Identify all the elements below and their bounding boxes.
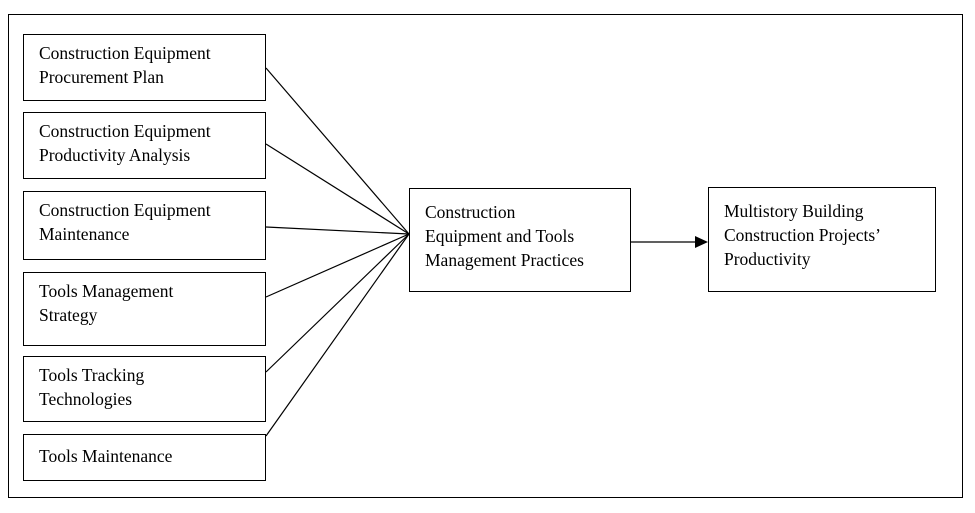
arrow-head: [695, 236, 708, 248]
factor-box-5: Tools Tracking Technologies: [23, 356, 266, 422]
connector-factor-6: [265, 233, 410, 437]
connector-factor-3: [265, 226, 410, 235]
connector-factor-4: [265, 233, 410, 298]
factor-box-4: Tools Management Strategy: [23, 272, 266, 346]
factor-box-1: Construction Equipment Procurement Plan: [23, 34, 266, 101]
center-box: Construction Equipment and Tools Managem…: [409, 188, 631, 292]
factor-box-3: Construction Equipment Maintenance: [23, 191, 266, 260]
factor-box-2: Construction Equipment Productivity Anal…: [23, 112, 266, 179]
connector-factor-2: [265, 143, 410, 235]
connector-factor-1: [265, 67, 410, 235]
factor-box-6: Tools Maintenance: [23, 434, 266, 481]
connector-factor-5: [265, 233, 410, 373]
diagram-frame: [8, 14, 963, 498]
outcome-box: Multistory Building Construction Project…: [708, 187, 936, 292]
